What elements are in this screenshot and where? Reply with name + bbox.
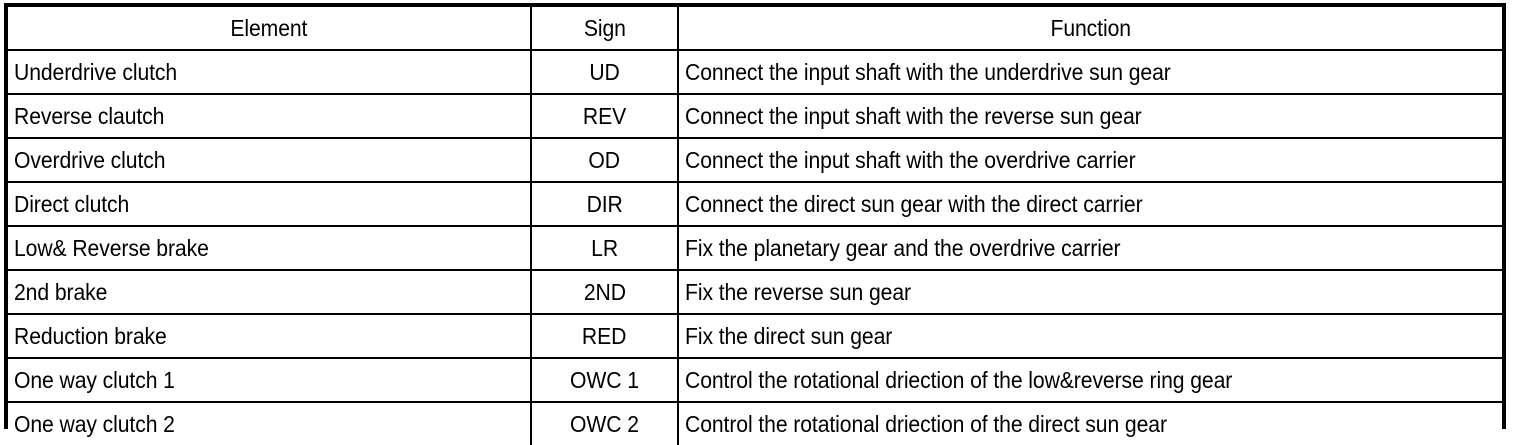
cell-element: Direct clutch [8,181,532,227]
column-header-element-label: Element [230,14,308,41]
table-row: One way clutch 2 OWC 2 Control the rotatio… [8,401,1502,445]
cell-sign: RED [530,313,679,359]
cell-function-text: Control the rotational driection of the … [685,410,1167,437]
cell-function: Connect the input shaft with the reverse… [677,93,1502,139]
cell-function-text: Connect the input shaft with the reverse… [685,102,1142,129]
column-header-function-label: Function [1050,14,1131,41]
cell-sign: OWC 1 [530,357,679,403]
cell-element-text: 2nd brake [14,278,108,305]
cell-sign-text: UD [589,58,620,85]
table-row: Reduction brake RED Fix the direct sun gea… [8,313,1502,359]
table-header-row: Element Sign Function [8,7,1502,51]
cell-function: Control the rotational driection of the … [677,401,1502,445]
cell-element-text: One way clutch 2 [14,410,175,437]
cell-sign-text: REV [582,102,627,129]
table-row: Direct clutch DIR Connect the direct sun g… [8,181,1502,227]
cell-sign: OWC 2 [530,401,679,445]
cell-element: 2nd brake [8,269,532,315]
cell-sign: UD [530,49,679,95]
cell-sign-text: OD [588,146,621,173]
cell-function: Connect the input shaft with the underdr… [677,49,1502,95]
cell-function-text: Connect the direct sun gear with the dir… [685,190,1143,217]
cell-sign: REV [530,93,679,139]
cell-function: Fix the planetary gear and the overdrive… [677,225,1502,271]
cell-sign: DIR [530,181,679,227]
cell-element: Low& Reverse brake [8,225,532,271]
table-row: Overdrive clutch OD Connect the input shaf… [8,137,1502,183]
cell-sign: OD [530,137,679,183]
cell-function: Connect the input shaft with the overdri… [677,137,1502,183]
table-body: Underdrive clutch UD Connect the input sha… [8,49,1502,445]
cell-function: Fix the reverse sun gear [677,269,1502,315]
cell-function: Fix the direct sun gear [677,313,1502,359]
cell-element: One way clutch 2 [8,401,532,445]
table-row: One way clutch 1 OWC 1 Control the rotatio… [8,357,1502,403]
cell-sign-text: 2ND [583,278,626,305]
cell-function-text: Fix the direct sun gear [685,322,893,349]
table-row: Low& Reverse brake LR Fix the planetary ge… [8,225,1502,271]
cell-function-text: Fix the planetary gear and the overdrive… [685,234,1121,261]
cell-element: Underdrive clutch [8,49,532,95]
cell-sign-text: DIR [586,190,623,217]
cell-element: One way clutch 1 [8,357,532,403]
cell-function-text: Connect the input shaft with the underdr… [685,58,1171,85]
cell-sign-text: LR [591,234,618,261]
column-header-sign: Sign [530,7,679,51]
column-header-function: Function [677,7,1502,51]
cell-sign-text: RED [582,322,627,349]
cell-sign: LR [530,225,679,271]
table-row: Underdrive clutch UD Connect the input sha… [8,49,1502,95]
table-row: 2nd brake 2ND Fix the reverse sun gear [8,269,1502,315]
column-header-sign-label: Sign [583,14,626,41]
cell-function-text: Fix the reverse sun gear [685,278,911,305]
cell-function: Connect the direct sun gear with the dir… [677,181,1502,227]
cell-function-text: Connect the input shaft with the overdri… [685,146,1136,173]
cell-element-text: Reverse clautch [14,102,165,129]
table-header: Element Sign Function [8,7,1502,51]
cell-sign: 2ND [530,269,679,315]
cell-element: Overdrive clutch [8,137,532,183]
cell-function: Control the rotational driection of the … [677,357,1502,403]
cell-element-text: Direct clutch [14,190,130,217]
column-header-element: Element [8,7,532,51]
cell-element-text: Underdrive clutch [14,58,178,85]
cell-element-text: Reduction brake [14,322,167,349]
cell-element-text: Low& Reverse brake [14,234,209,261]
cell-element-text: Overdrive clutch [14,146,166,173]
cell-element: Reduction brake [8,313,532,359]
cell-function-text: Control the rotational driection of the … [685,366,1233,393]
cell-element: Reverse clautch [8,93,532,139]
table-row: Reverse clautch REV Connect the input shaf… [8,93,1502,139]
cell-sign-text: OWC 1 [570,366,639,393]
cell-sign-text: OWC 2 [570,410,639,437]
cell-element-text: One way clutch 1 [14,366,175,393]
